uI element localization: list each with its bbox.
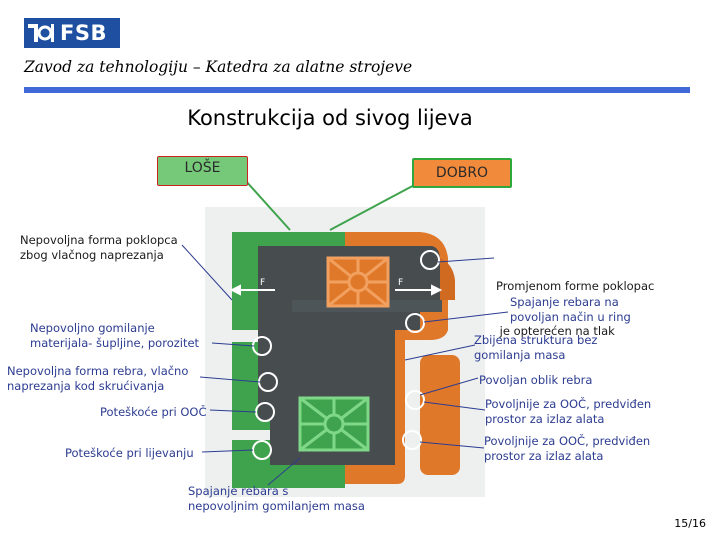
good-design-box: DOBRO xyxy=(412,158,512,188)
leader-lines xyxy=(181,179,509,486)
header-divider xyxy=(24,87,690,93)
logo-text: FSB xyxy=(60,21,107,45)
label-bottom-ribs: Spajanje rebara s nepovoljnim gomilanjem… xyxy=(188,484,365,513)
page-number: 15/16 xyxy=(674,517,706,530)
upper-rib-window xyxy=(326,256,390,308)
label-cover-shape: Nepovoljna forma poklopca zbog vlačnog n… xyxy=(20,233,178,262)
logo-mark-icon xyxy=(24,18,56,48)
force-arrows xyxy=(229,284,443,296)
label-cover-changed: Promjenom forme poklopac je opterećen na… xyxy=(496,279,655,338)
fsb-logo: FSB xyxy=(24,18,120,48)
label-casting-problems: Poteškoće pri lijevanju xyxy=(65,446,194,460)
label-ooc-better-2: Povoljnije za OOČ, predviđen prostor za … xyxy=(484,434,651,463)
label-ooc-better-1: Povoljnije za OOČ, predviđen prostor za … xyxy=(485,397,652,426)
label-rib-shape-good: Povoljan oblik rebra xyxy=(479,373,593,387)
force-label-right: F xyxy=(398,278,403,288)
label-ooc-problems: Poteškoće pri OOČ xyxy=(100,405,207,419)
department-name: Zavod za tehnologiju – Katedra za alatne… xyxy=(24,58,413,76)
force-label-left: F xyxy=(260,278,265,288)
label-accumulation: Nepovoljno gomilanje materijala- šupljin… xyxy=(30,321,200,350)
label-compact-structure: Zbijena struktura bez gomilanja masa xyxy=(474,333,598,362)
slide-title: Konstrukcija od sivog lijeva xyxy=(187,106,473,130)
label-rib-shape-bad: Nepovoljna forma rebra, vlačno naprezanj… xyxy=(7,364,189,393)
lower-rib-window xyxy=(298,396,370,452)
bad-design-box: LOŠE xyxy=(157,156,248,186)
label-ribs-ring: Spajanje rebara na povoljan način u ring xyxy=(510,295,631,324)
